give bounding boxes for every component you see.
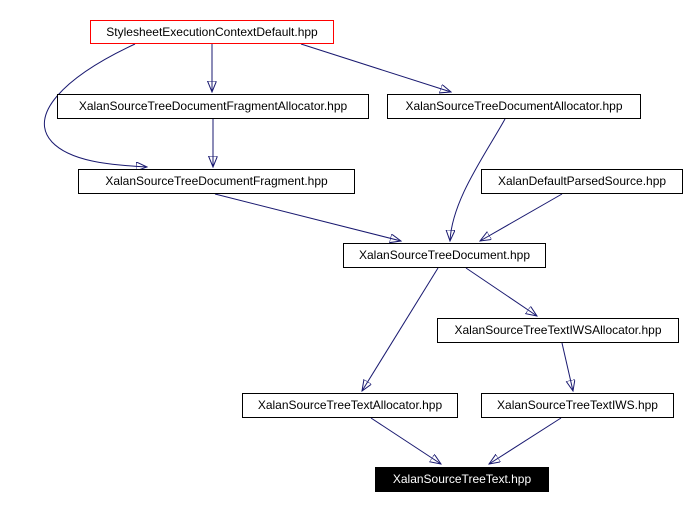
edge-stylesheet-to-documentfragment [43, 43, 147, 167]
edge-document-to-textiwsallocator [465, 267, 537, 316]
node-xalansourcetreetextiwsallocator[interactable]: XalanSourceTreeTextIWSAllocator.hpp [437, 318, 679, 343]
node-xalandefaultparsedsource[interactable]: XalanDefaultParsedSource.hpp [481, 169, 683, 194]
edge-document-to-textallocator [362, 267, 439, 391]
node-xalansourcetreedocumentfragment[interactable]: XalanSourceTreeDocumentFragment.hpp [78, 169, 355, 194]
node-xalansourcetreedocument[interactable]: XalanSourceTreeDocument.hpp [343, 243, 546, 268]
node-xalansourcetreedocumentallocator[interactable]: XalanSourceTreeDocumentAllocator.hpp [387, 94, 641, 119]
node-xalansourcetreetextiws[interactable]: XalanSourceTreeTextIWS.hpp [481, 393, 674, 418]
edge-stylesheet-to-documentallocator [300, 43, 451, 92]
node-xalansourcetreedocumentfragmentallocator[interactable]: XalanSourceTreeDocumentFragmentAllocator… [57, 94, 369, 119]
edge-textiwsallocator-to-textiws [561, 342, 573, 391]
node-xalansourcetreetextallocator[interactable]: XalanSourceTreeTextAllocator.hpp [242, 393, 458, 418]
edge-defaultparsedsource-to-document [480, 193, 563, 241]
edge-textiws-to-text [489, 417, 562, 464]
edge-documentfragment-to-document [214, 193, 401, 241]
edge-documentallocator-to-document [450, 118, 506, 241]
edge-textallocator-to-text [370, 417, 441, 464]
node-stylesheetexecutioncontextdefault[interactable]: StylesheetExecutionContextDefault.hpp [90, 20, 334, 44]
node-xalansourcetreetext[interactable]: XalanSourceTreeText.hpp [375, 467, 549, 492]
